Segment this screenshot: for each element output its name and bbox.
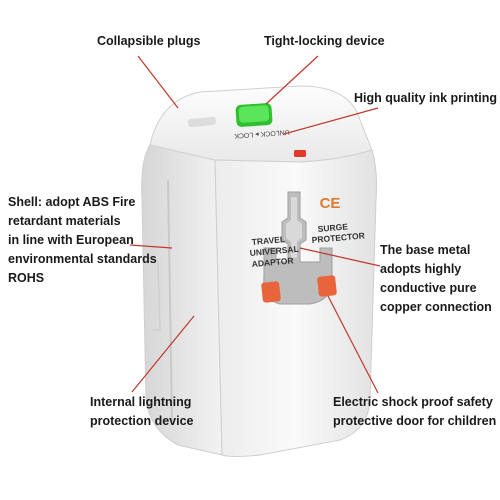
safety-shutter-left [261, 281, 281, 303]
callout-line-lightning [131, 315, 195, 393]
callout-text: protective door for children [333, 414, 497, 428]
left-print-line-2: UNIVERSAL [249, 244, 299, 258]
callout-line-base [299, 247, 381, 267]
callout-line-tight [265, 55, 319, 105]
universal-socket [263, 191, 333, 305]
callout-line-shock [327, 295, 379, 394]
socket-inner [286, 197, 302, 258]
plug-slot [187, 116, 217, 128]
callout-lightning-protection: Internal lightning protection device [90, 393, 194, 431]
callout-text: copper connection [380, 300, 492, 314]
left-print-line-3: ADAPTOR [251, 255, 294, 269]
callout-text: Shell: adopt ABS Fire [8, 195, 136, 209]
side-groove [167, 179, 173, 421]
callout-text: Collapsible plugs [97, 34, 201, 48]
callout-text: High quality ink printing [354, 91, 498, 105]
callout-text: Electric shock proof safety [333, 395, 493, 409]
callout-text: Tight-locking device [264, 34, 385, 48]
callout-ink-printing: High quality ink printing [354, 89, 497, 108]
callout-text: environmental standards [8, 252, 157, 266]
lock-button [235, 103, 273, 127]
callout-text: adopts highly [380, 262, 462, 276]
adapter-side-face [141, 144, 223, 456]
callout-text: The base metal [380, 243, 471, 257]
left-print: TRAVEL UNIVERSAL ADAPTOR [249, 234, 299, 269]
callout-text: in line with European [8, 233, 134, 247]
top-print: UNLOCK ▸ LOCK [234, 128, 290, 139]
right-print: SURGE PROTECTOR [311, 221, 365, 245]
callout-line-ink [283, 107, 379, 135]
side-groove-2 [149, 259, 161, 331]
ce-mark: CE [320, 195, 341, 212]
right-print-line-2: PROTECTOR [311, 230, 365, 245]
callout-tight-locking: Tight-locking device [264, 32, 385, 51]
right-print-line-1: SURGE [317, 221, 348, 234]
callout-text: Internal lightning [90, 395, 192, 409]
safety-shutter-right [317, 275, 337, 297]
callout-line-collapsible [137, 55, 179, 109]
callout-text: conductive pure [380, 281, 477, 295]
indicator-led [294, 150, 306, 157]
callout-collapsible-plugs: Collapsible plugs [97, 32, 201, 51]
callout-line-shell [129, 244, 173, 249]
callout-shell: Shell: adopt ABS Fire retardant material… [8, 193, 157, 288]
callout-text: protection device [90, 414, 194, 428]
callout-text: ROHS [8, 271, 45, 285]
left-print-line-1: TRAVEL [251, 234, 285, 247]
callout-lines [129, 55, 381, 394]
callout-base-metal: The base metal adopts highly conductive … [380, 241, 492, 317]
callout-shock-proof: Electric shock proof safety protective d… [333, 393, 496, 431]
callout-text: retardant materials [8, 214, 121, 228]
